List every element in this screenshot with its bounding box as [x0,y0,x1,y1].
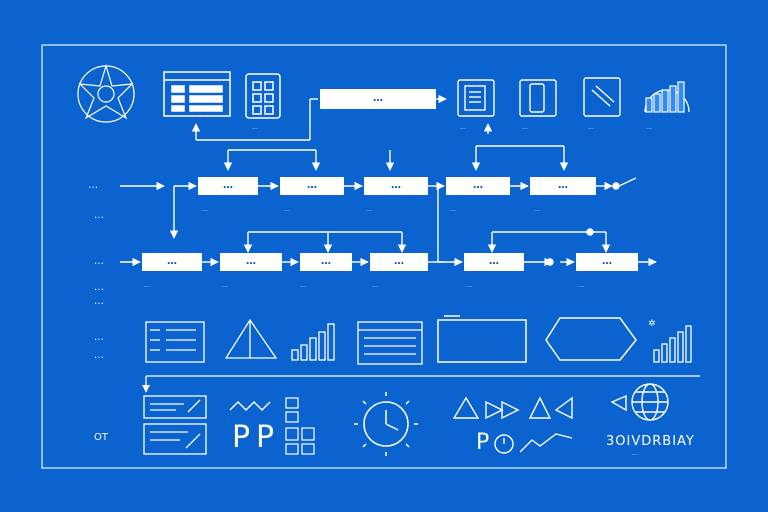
row1-label-1: … [223,180,233,191]
row1-box-5 [530,177,596,195]
triangle-play-icon [452,396,573,420]
edit-pencil-icon [583,77,621,117]
row-label-2: … [94,210,104,221]
phone-icon [519,79,557,117]
row-label-6: … [94,332,104,343]
caption-edit: … [588,124,595,131]
row2-label-4: … [394,256,404,267]
caption-r1-1: … [202,206,209,213]
caption-r2-1: … [144,282,151,289]
caption-r1-4: … [450,206,457,213]
caption-r2-4: … [372,282,379,289]
row1-label-5: … [558,180,568,191]
caption-r2-2: … [222,282,229,289]
row2-label-1: … [167,256,177,267]
row2-box-4 [370,253,428,271]
caption-r1-3: … [366,206,373,213]
diagram-frame [41,44,727,469]
caption-icon-1: … [252,124,259,131]
row1-box-2 [280,177,344,195]
top-banner-box [320,89,436,109]
caption-r1-2: … [284,206,291,213]
growth-bars-icon [291,323,335,361]
row1-box-4 [446,177,510,195]
row-label-4: … [94,282,104,293]
row2-connectors [120,228,657,267]
row-label-5: … [94,296,104,307]
globe-icon [610,383,669,421]
app-grid-icon [245,73,281,119]
row-label-7: … [94,350,104,361]
timer-icon [494,433,573,454]
brand-subtext: … [632,450,639,457]
bar-chart-small-icon: ✲ [648,319,692,363]
row1-connectors [120,94,637,262]
row2-box-6 [576,253,638,271]
row-label-1: … [88,180,98,191]
row1-label-4: … [473,180,483,191]
caption-chart: … [646,124,653,131]
pyramid-icon [224,318,278,359]
form-cards-icon [143,395,207,455]
clock-icon [354,392,418,456]
row1-label-2: … [307,180,317,191]
caption-phone: … [522,124,529,131]
brand-text: 3OIVDRBIAY [606,434,695,449]
row2-label-6: … [602,256,612,267]
row1-box-1 [198,177,258,195]
caption-r1-5: … [534,206,541,213]
row2-box-3 [300,253,352,271]
window-table-icon [163,71,231,117]
row2-box-5 [464,253,524,271]
row2-box-1 [142,253,202,271]
row1-label-3: … [391,180,401,191]
row2-label-5: … [489,256,499,267]
svg-text:✲: ✲ [648,319,656,329]
row2-label-2: … [246,256,256,267]
letter-p-3: P [476,430,490,455]
graph-wave-icon [229,401,271,411]
row2-box-2 [220,253,282,271]
bar-chart-icon [644,81,690,113]
row-label-3: … [94,256,104,267]
caption-r2-6: … [578,282,585,289]
checklist-icon [145,321,205,363]
small-cards-icon [285,397,315,455]
caption-r2-3: … [300,282,307,289]
star-mandala-icon [77,63,135,123]
top-banner-label: … [373,93,383,104]
document-icon [457,79,495,117]
letter-p-1: P [232,420,251,455]
caption-doc: … [460,124,467,131]
hexagon-shape-icon [545,317,637,361]
spreadsheet-icon [357,321,423,365]
letter-p-2: P [256,420,275,455]
divider-connector [142,375,700,393]
row2-label-3: … [321,256,331,267]
row-label-8: OT [94,432,108,443]
caption-r2-5: … [466,282,473,289]
screen-frame-icon [437,315,527,363]
row1-box-3 [364,177,428,195]
